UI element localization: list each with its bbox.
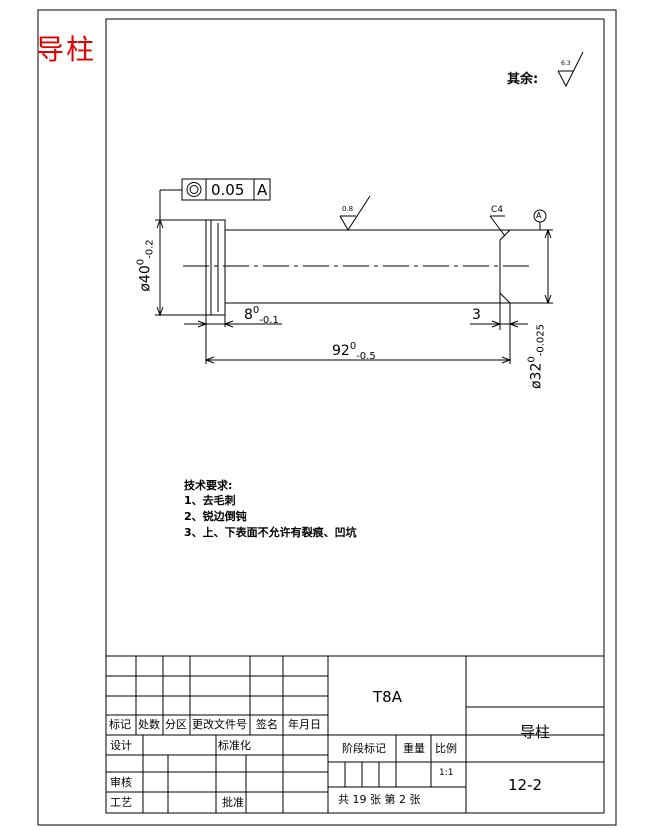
tb-approve: 批准	[222, 796, 244, 809]
tb-weight: 重量	[403, 742, 425, 755]
requirement-item: 1、去毛刺	[184, 494, 236, 507]
concentricity-icon	[186, 182, 202, 197]
outer-frame	[37, 9, 617, 826]
tb-stage-mark: 阶段标记	[342, 742, 386, 755]
tolerance-value: 0.05	[211, 181, 245, 199]
dim-length-8-text: 80-0.1	[244, 305, 279, 326]
tb-part-name: 导柱	[520, 723, 551, 741]
roughness-symbol-icon	[339, 195, 371, 231]
surface-roughness-label: 其余:	[507, 72, 539, 87]
concentricity-icon-inner	[189, 185, 199, 194]
tb-header-doc: 更改文件号	[192, 718, 247, 731]
datum-marker-label: A	[536, 211, 542, 220]
tb-header-zone: 分区	[165, 718, 187, 731]
requirement-item: 3、上、下表面不允许有裂痕、凹坑	[184, 526, 357, 539]
tolerance-datum: A	[257, 181, 268, 199]
tb-header-mark: 标记	[109, 718, 131, 731]
tb-drawing-number: 12-2	[508, 776, 543, 794]
tb-material: T8A	[373, 688, 402, 706]
dim-length-3-text: 3	[472, 307, 481, 323]
tolerance-frame	[181, 178, 271, 201]
tb-ratio-label: 比例	[435, 742, 457, 755]
dim-length-92-text: 920-0.5	[332, 341, 376, 362]
tb-design: 设计	[110, 739, 132, 752]
tb-header-date: 年月日	[288, 718, 321, 731]
tb-sheets: 共 19 张 第 2 张	[338, 793, 421, 806]
inner-frame	[105, 18, 605, 814]
dim-diameter-40	[155, 189, 206, 317]
roughness-general-icon	[557, 51, 584, 88]
dim-diameter-32-text: ø320-0.025	[526, 324, 547, 390]
tb-standardize: 标准化	[218, 739, 251, 752]
tb-process: 工艺	[110, 796, 132, 809]
requirements-heading: 技术要求:	[184, 479, 233, 492]
tb-ratio: 1:1	[439, 768, 454, 778]
chamfer-label: C4	[491, 205, 504, 215]
roughness-shaft-value: 0.8	[342, 205, 354, 213]
tb-header-count: 处数	[138, 718, 160, 731]
chamfer-leader	[489, 215, 506, 237]
datum-marker	[533, 209, 547, 231]
tb-review: 审核	[110, 776, 132, 789]
dim-length-8	[184, 303, 282, 364]
dim-diameter-40-text: ø400-0.2	[135, 239, 156, 292]
dim-length-92	[204, 356, 512, 364]
title-block-grid	[106, 655, 604, 813]
roughness-general-value: 6.3	[561, 60, 571, 67]
drawing-title: 导柱	[36, 33, 97, 66]
guide-pillar-drawing	[183, 219, 531, 316]
requirement-item: 2、锐边倒钝	[184, 510, 247, 523]
dim-length-3	[470, 293, 528, 364]
tb-header-sign: 签名	[256, 718, 278, 731]
